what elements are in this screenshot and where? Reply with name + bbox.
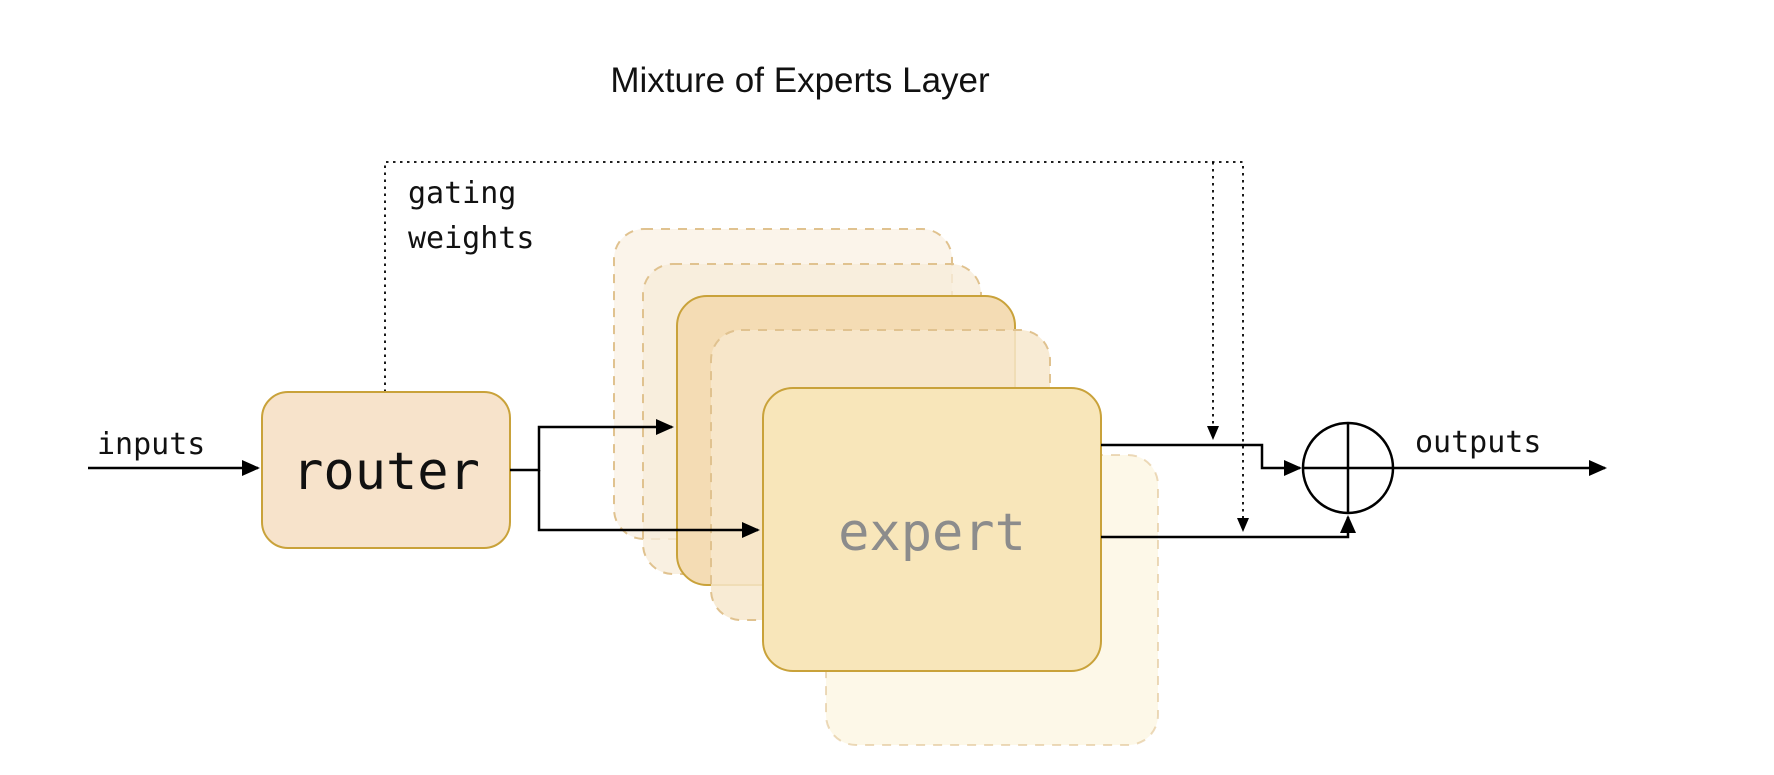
expert-output-bottom-arrow: [1101, 515, 1356, 539]
gating-weights-label-line1: gating: [408, 176, 516, 211]
expert-box-front: [762, 387, 1102, 672]
gating-weights-label-line2: weights: [408, 221, 534, 256]
router-to-expert-top-arrow: [510, 419, 674, 472]
plus-icon: [1303, 423, 1393, 513]
inputs-label: inputs: [97, 427, 205, 462]
gating-weights-line: [384, 161, 1249, 532]
router-label: router: [292, 442, 480, 502]
sum-node: [1301, 421, 1395, 515]
diagram-title: Mixture of Experts Layer: [610, 61, 990, 100]
expert-output-top-arrow: [1101, 443, 1302, 476]
outputs-label: outputs: [1415, 425, 1541, 460]
expert-label: expert: [838, 503, 1026, 563]
router-to-expert-bottom-arrow: [537, 470, 760, 538]
